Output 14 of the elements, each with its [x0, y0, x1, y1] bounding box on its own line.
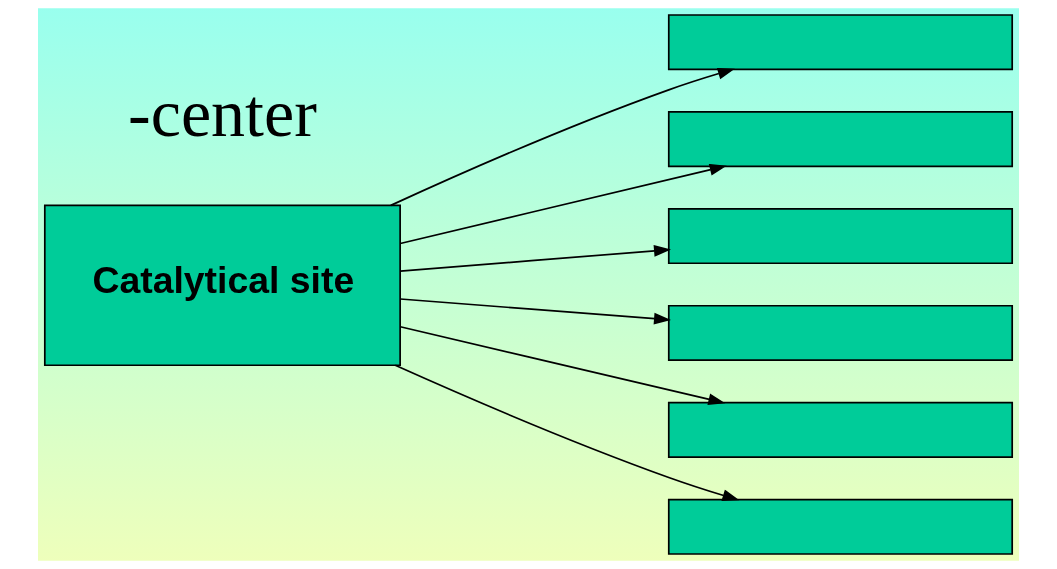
arrow: [394, 364, 740, 502]
arrow: [399, 298, 672, 325]
node-box: [667, 401, 1014, 458]
label: -center: [128, 74, 317, 151]
arrow: [399, 163, 727, 245]
arrow: [399, 244, 672, 273]
node-box: [667, 498, 1014, 555]
arrow: [389, 67, 735, 207]
node-box: [667, 111, 1014, 168]
node-box: Catalytical site: [43, 204, 401, 367]
node-box: [667, 208, 1014, 265]
node-box: [667, 14, 1014, 71]
arrow: [399, 325, 726, 406]
node-box: [667, 304, 1014, 361]
